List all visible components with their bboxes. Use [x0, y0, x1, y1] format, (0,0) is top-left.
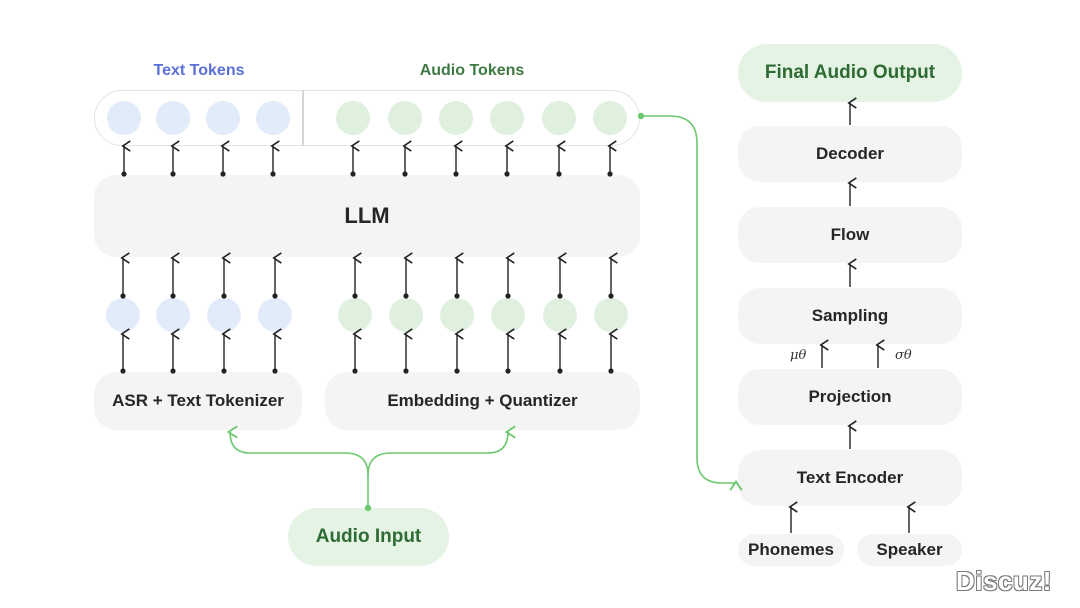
watermark: Discuz!: [956, 566, 1052, 596]
tokenizer-token-arrow-9-dot: [557, 368, 563, 374]
tokenizer-token-arrow-4-dot: [272, 368, 278, 374]
sigma-theta-label: σθ: [895, 348, 912, 363]
input-text-token-3: [207, 298, 241, 332]
llm-output-arrow-6-dot: [402, 171, 408, 177]
flow-block: Flow: [738, 207, 962, 263]
token-llm-arrow-7-dot: [454, 293, 460, 299]
tokenizer-token-arrow-10-dot: [608, 368, 614, 374]
sampling-block: Sampling: [738, 288, 962, 344]
output-audio-token-3: [439, 101, 473, 135]
llm-output-arrow-2-dot: [170, 171, 176, 177]
token-llm-arrow-4-dot: [272, 293, 278, 299]
llm-output-arrow-5-dot: [350, 171, 356, 177]
token-llm-arrow-5-dot: [352, 293, 358, 299]
embedding-quantizer-block: Embedding + Quantizer: [325, 372, 640, 430]
input-audio-token-5: [543, 298, 577, 332]
token-llm-arrow-3-dot: [221, 293, 227, 299]
text-encoder-block: Text Encoder: [738, 450, 962, 506]
tokenizer-token-arrow-5-dot: [352, 368, 358, 374]
token-llm-arrow-10-dot: [608, 293, 614, 299]
input-text-token-1: [106, 298, 140, 332]
llm-output-arrow-1-dot: [121, 171, 127, 177]
token-strip-divider: [302, 90, 304, 146]
audio-input-connector-right: [367, 432, 508, 476]
llm-output-arrow-9-dot: [556, 171, 562, 177]
token-llm-arrow-2-dot: [170, 293, 176, 299]
llm-output-arrow-10-dot: [607, 171, 613, 177]
input-audio-token-3: [440, 298, 474, 332]
audio-input-connector: [230, 432, 369, 508]
final-audio-output-block: Final Audio Output: [738, 44, 962, 102]
input-audio-token-1: [338, 298, 372, 332]
output-audio-token-5: [542, 101, 576, 135]
output-audio-token-2: [388, 101, 422, 135]
input-audio-token-6: [594, 298, 628, 332]
audio-token-to-encoder-connector: [641, 115, 736, 483]
audio-input-block: Audio Input: [288, 508, 449, 566]
input-text-token-4: [258, 298, 292, 332]
input-text-token-2: [156, 298, 190, 332]
audio-token-connector-dot: [637, 112, 645, 120]
tokenizer-token-arrow-8-dot: [505, 368, 511, 374]
llm-output-arrow-4-dot: [270, 171, 276, 177]
output-text-token-1: [107, 101, 141, 135]
tokenizer-token-arrow-7-dot: [454, 368, 460, 374]
mu-theta-label: μθ: [790, 348, 807, 363]
audio-tokens-label: Audio Tokens: [419, 62, 525, 79]
speaker-block: Speaker: [857, 534, 962, 566]
text-tokens-label: Text Tokens: [153, 62, 245, 79]
token-llm-arrow-8-dot: [505, 293, 511, 299]
output-audio-token-6: [593, 101, 627, 135]
asr-text-tokenizer-block: ASR + Text Tokenizer: [94, 372, 302, 430]
output-audio-token-4: [490, 101, 524, 135]
audio-input-connector-dot: [364, 504, 372, 512]
output-audio-token-1: [336, 101, 370, 135]
input-audio-token-4: [491, 298, 525, 332]
tokenizer-token-arrow-6-dot: [403, 368, 409, 374]
tokenizer-token-arrow-1-dot: [120, 368, 126, 374]
output-text-token-2: [156, 101, 190, 135]
llm-output-arrow-3-dot: [220, 171, 226, 177]
token-llm-arrow-1-dot: [120, 293, 126, 299]
token-llm-arrow-6-dot: [403, 293, 409, 299]
llm-output-arrow-8-dot: [504, 171, 510, 177]
llm-block: LLM: [94, 175, 640, 257]
tokenizer-token-arrow-2-dot: [170, 368, 176, 374]
decoder-block: Decoder: [738, 126, 962, 182]
projection-block: Projection: [738, 369, 962, 425]
input-audio-token-2: [389, 298, 423, 332]
phonemes-block: Phonemes: [738, 534, 844, 566]
tokenizer-token-arrow-3-dot: [221, 368, 227, 374]
output-text-token-4: [256, 101, 290, 135]
output-text-token-3: [206, 101, 240, 135]
token-llm-arrow-9-dot: [557, 293, 563, 299]
llm-output-arrow-7-dot: [453, 171, 459, 177]
